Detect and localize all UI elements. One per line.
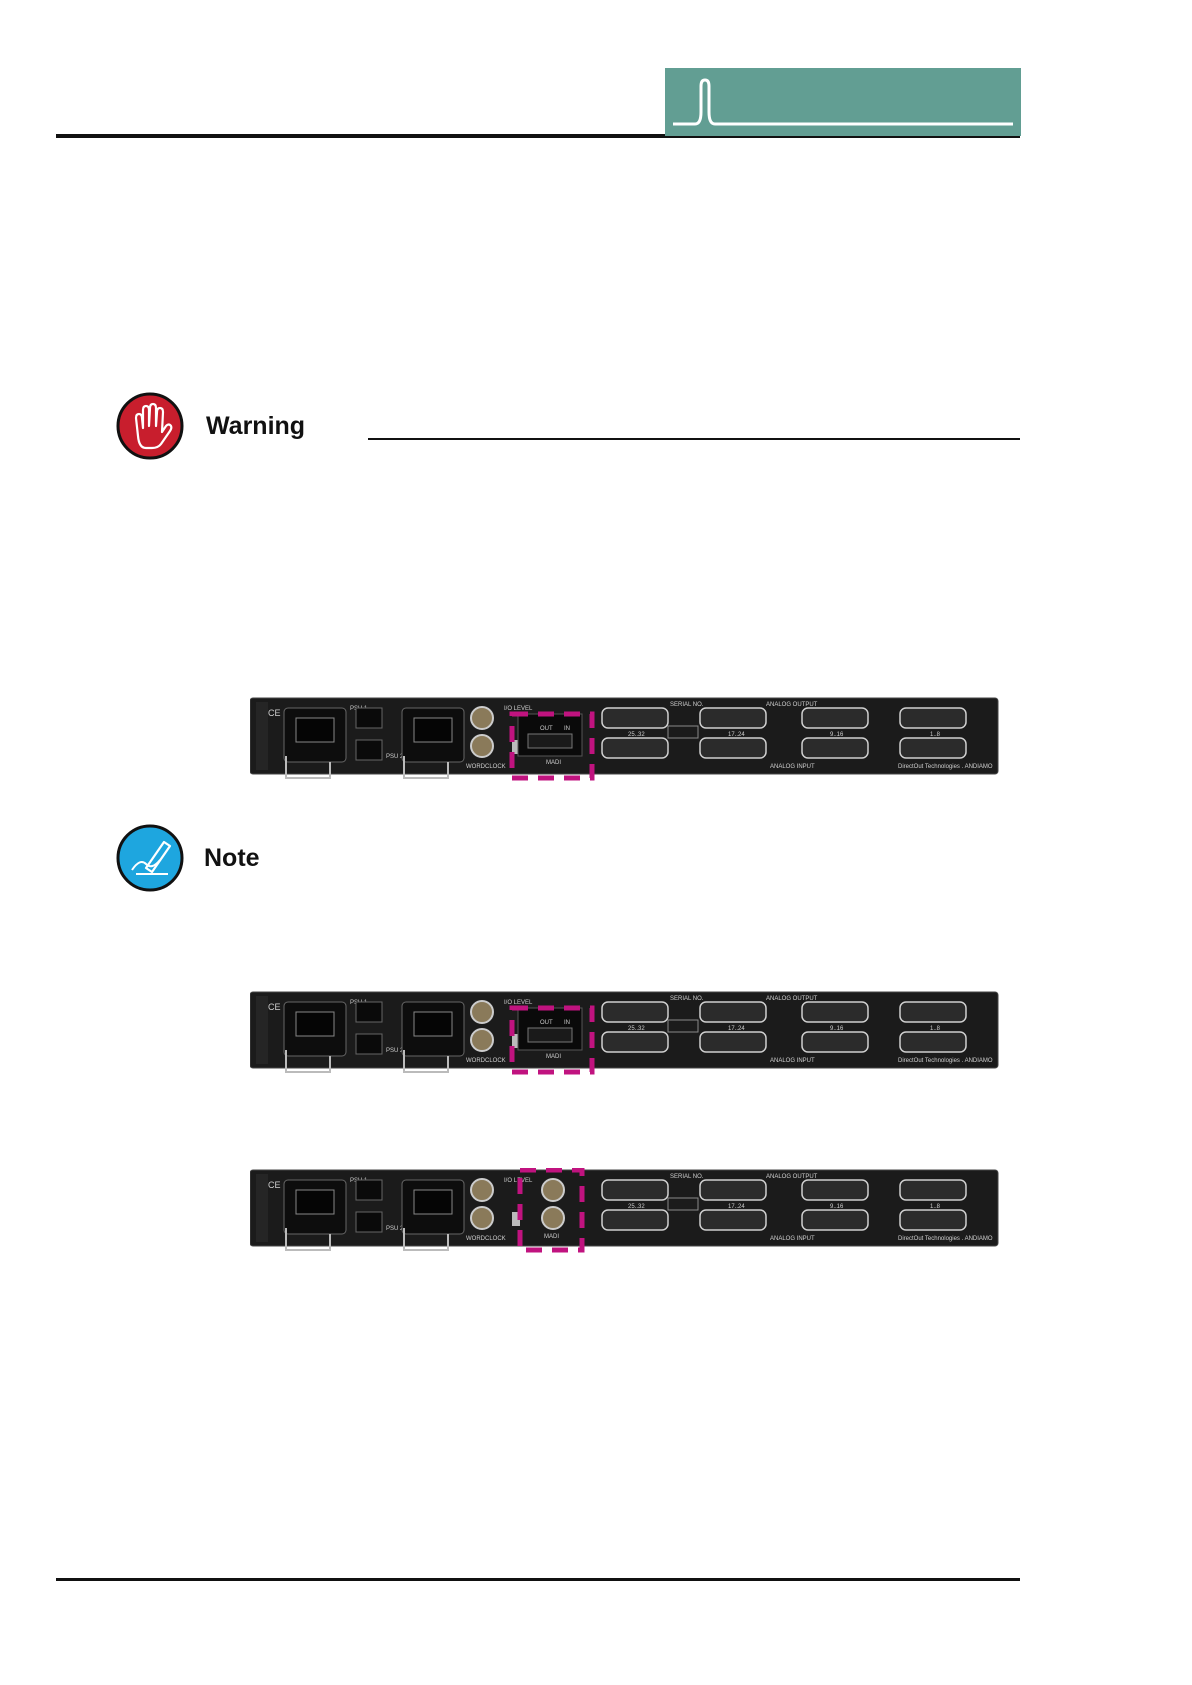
brand-label: DirectOut Technologies . ANDIAMO bbox=[898, 764, 993, 770]
usb-port-icon[interactable] bbox=[512, 1212, 520, 1226]
brand-label: DirectOut Technologies . ANDIAMO bbox=[898, 1058, 993, 1064]
psu2-switch[interactable] bbox=[355, 739, 383, 761]
madi-out-label: OUT bbox=[540, 1020, 553, 1026]
psu2-switch[interactable] bbox=[355, 1211, 383, 1233]
note-icon bbox=[116, 824, 184, 892]
madi-label: MADI bbox=[546, 1054, 561, 1060]
ce-mark: CE bbox=[268, 1180, 281, 1190]
ch-9-16-label: 9..16 bbox=[830, 1026, 844, 1032]
io-level-label: I/O LEVEL bbox=[504, 1000, 533, 1006]
usb-port-icon[interactable] bbox=[512, 740, 520, 754]
device-rear-panel-2: CE PSU 1 PSU 2 WORDCLOCK I/O LEVEL OUT I… bbox=[250, 991, 999, 1075]
madi-in-label: IN bbox=[564, 726, 570, 732]
madi-out-label: OUT bbox=[540, 726, 553, 732]
ch-25-32-label: 25..32 bbox=[628, 1026, 645, 1032]
sfp-port-icon[interactable] bbox=[527, 1027, 573, 1043]
psu2-label: PSU 2 bbox=[386, 1226, 404, 1232]
serial-no-label: SERIAL NO. bbox=[670, 702, 704, 708]
ch-9-16-label: 9..16 bbox=[830, 732, 844, 738]
psu2-label: PSU 2 bbox=[386, 754, 404, 760]
brand-label: DirectOut Technologies . ANDIAMO bbox=[898, 1236, 993, 1242]
madi-label: MADI bbox=[544, 1234, 559, 1240]
psu1-switch[interactable] bbox=[355, 1179, 383, 1201]
ch-1-8-label: 1..8 bbox=[930, 1204, 941, 1210]
analog-input-label: ANALOG INPUT bbox=[770, 1058, 815, 1064]
bnc-in-icon[interactable] bbox=[470, 1000, 494, 1024]
note-label: Note bbox=[204, 844, 260, 872]
ch-1-8-label: 1..8 bbox=[930, 732, 941, 738]
psu2-label: PSU 2 bbox=[386, 1048, 404, 1054]
ce-mark: CE bbox=[268, 1002, 281, 1012]
bnc-out-icon[interactable] bbox=[470, 734, 494, 758]
ce-mark: CE bbox=[268, 708, 281, 718]
pulse-logo-icon bbox=[673, 78, 1013, 126]
warning-rule bbox=[368, 438, 1020, 440]
psu2-switch[interactable] bbox=[355, 1033, 383, 1055]
bnc-out-icon[interactable] bbox=[470, 1206, 494, 1230]
bnc-in-icon[interactable] bbox=[470, 1178, 494, 1202]
madi-highlight-box bbox=[517, 1168, 585, 1253]
analog-output-label: ANALOG OUTPUT bbox=[766, 996, 818, 1002]
sfp-port-icon[interactable] bbox=[527, 733, 573, 749]
ch-25-32-label: 25..32 bbox=[628, 1204, 645, 1210]
pen-writing-icon bbox=[116, 824, 184, 892]
ch-25-32-label: 25..32 bbox=[628, 732, 645, 738]
device-rear-panel-3: CE PSU 1 PSU 2 WORDCLOCK I/O LEVEL MADI … bbox=[250, 1168, 999, 1253]
wordclock-label: WORDCLOCK bbox=[466, 764, 506, 770]
brand-logo bbox=[665, 68, 1021, 136]
wordclock-label: WORDCLOCK bbox=[466, 1058, 506, 1064]
usb-port-icon[interactable] bbox=[512, 1034, 520, 1048]
serial-no-label: SERIAL NO. bbox=[670, 996, 704, 1002]
io-level-label: I/O LEVEL bbox=[504, 706, 533, 712]
device-rear-panel-1: CE PSU 1 PSU 2 WORDCLOCK I/O LEVEL OUT I… bbox=[250, 697, 999, 781]
analog-input-label: ANALOG INPUT bbox=[770, 1236, 815, 1242]
hand-stop-icon bbox=[116, 392, 184, 460]
ch-9-16-label: 9..16 bbox=[830, 1204, 844, 1210]
warning-icon bbox=[116, 392, 184, 460]
footer-rule bbox=[56, 1578, 1020, 1581]
ch-1-8-label: 1..8 bbox=[930, 1026, 941, 1032]
header-rule bbox=[56, 134, 1020, 138]
bnc-out-icon[interactable] bbox=[470, 1028, 494, 1052]
madi-in-label: IN bbox=[564, 1020, 570, 1026]
madi-highlight-box bbox=[509, 711, 595, 781]
analog-output-label: ANALOG OUTPUT bbox=[766, 1174, 818, 1180]
bnc-in-icon[interactable] bbox=[470, 706, 494, 730]
psu1-switch[interactable] bbox=[355, 707, 383, 729]
madi-bnc-in-icon[interactable] bbox=[541, 1178, 565, 1202]
ch-17-24-label: 17..24 bbox=[728, 1026, 745, 1032]
madi-label: MADI bbox=[546, 760, 561, 766]
warning-label: Warning bbox=[206, 412, 306, 440]
analog-input-label: ANALOG INPUT bbox=[770, 764, 815, 770]
ch-17-24-label: 17..24 bbox=[728, 732, 745, 738]
madi-highlight-box bbox=[509, 1005, 595, 1075]
ch-17-24-label: 17..24 bbox=[728, 1204, 745, 1210]
wordclock-label: WORDCLOCK bbox=[466, 1236, 506, 1242]
serial-no-label: SERIAL NO. bbox=[670, 1174, 704, 1180]
analog-output-label: ANALOG OUTPUT bbox=[766, 702, 818, 708]
madi-bnc-out-icon[interactable] bbox=[541, 1206, 565, 1230]
psu1-switch[interactable] bbox=[355, 1001, 383, 1023]
